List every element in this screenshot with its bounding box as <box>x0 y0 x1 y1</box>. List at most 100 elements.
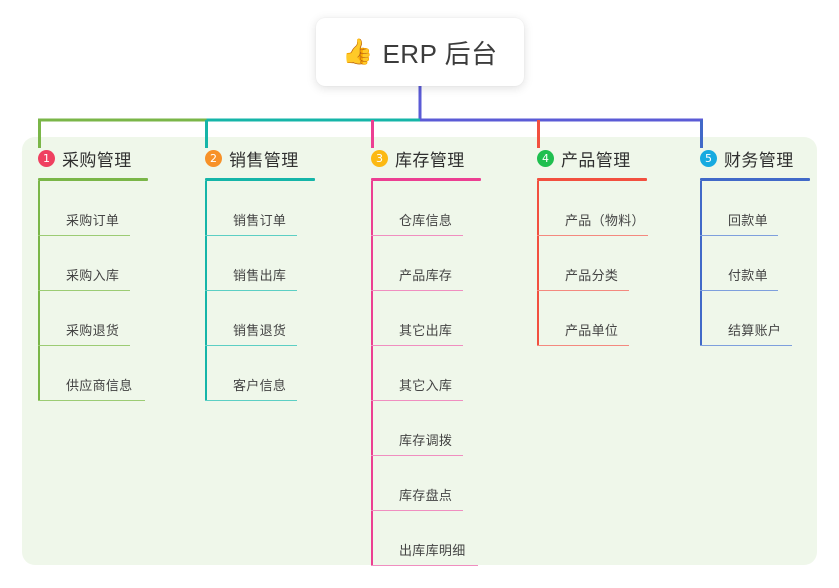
leaf-item-underline <box>700 234 778 236</box>
column-spine-line <box>38 181 40 401</box>
leaf-item-underline <box>205 234 297 236</box>
tree-column: 5 财务管理回款单付款单结算账户 <box>700 146 810 346</box>
leaf-item-label: 采购入库 <box>66 268 120 283</box>
tree-background-panel <box>22 137 817 565</box>
leaf-item-label: 销售出库 <box>233 268 287 283</box>
tree-column: 3 库存管理仓库信息产品库存其它出库其它入库库存调拨库存盘点出库库明细 <box>371 146 481 566</box>
leaf-item-underline <box>371 399 463 401</box>
leaf-item-underline <box>700 344 792 346</box>
leaf-item[interactable]: 采购退货 <box>38 291 148 346</box>
leaf-item[interactable]: 销售退货 <box>205 291 315 346</box>
column-number-badge: 5 <box>700 149 717 167</box>
leaf-list: 仓库信息产品库存其它出库其它入库库存调拨库存盘点出库库明细 <box>371 181 481 566</box>
column-underline <box>371 178 481 181</box>
leaf-item-underline <box>205 289 297 291</box>
leaf-item-underline <box>205 344 297 346</box>
leaf-item[interactable]: 产品（物料） <box>537 181 648 236</box>
leaf-item[interactable]: 产品库存 <box>371 236 481 291</box>
column-spine-line <box>205 181 207 401</box>
leaf-item-label: 采购退货 <box>66 323 120 338</box>
column-spine-line <box>371 181 373 566</box>
root-node-label: ERP 后台 <box>382 38 498 69</box>
leaf-item-label: 出库库明细 <box>399 543 466 558</box>
leaf-item-underline <box>371 454 463 456</box>
leaf-item-underline <box>205 399 297 401</box>
leaf-item-underline <box>38 289 130 291</box>
leaf-item-underline <box>700 289 778 291</box>
column-number-badge: 2 <box>205 149 222 167</box>
column-number-badge: 1 <box>38 149 55 167</box>
leaf-item[interactable]: 结算账户 <box>700 291 810 346</box>
leaf-item-label: 产品库存 <box>399 268 453 283</box>
leaf-item-underline <box>38 344 130 346</box>
leaf-list: 回款单付款单结算账户 <box>700 181 810 346</box>
leaf-item-underline <box>38 399 145 401</box>
leaf-item-underline <box>537 344 629 346</box>
leaf-item-underline <box>371 564 478 566</box>
leaf-item[interactable]: 采购订单 <box>38 181 148 236</box>
leaf-item-underline <box>537 234 648 236</box>
leaf-item[interactable]: 产品单位 <box>537 291 647 346</box>
leaf-item[interactable]: 付款单 <box>700 236 810 291</box>
leaf-item-label: 付款单 <box>728 268 768 283</box>
leaf-item[interactable]: 销售出库 <box>205 236 315 291</box>
leaf-item-underline <box>38 234 130 236</box>
column-underline <box>700 178 810 181</box>
leaf-item-label: 销售退货 <box>233 323 287 338</box>
column-underline <box>205 178 315 181</box>
leaf-item-label: 采购订单 <box>66 213 120 228</box>
leaf-item-label: 产品分类 <box>565 268 619 283</box>
leaf-item[interactable]: 回款单 <box>700 181 810 236</box>
leaf-item-label: 客户信息 <box>233 378 287 393</box>
leaf-item-label: 回款单 <box>728 213 768 228</box>
column-underline <box>38 178 148 181</box>
leaf-item[interactable]: 供应商信息 <box>38 346 148 401</box>
root-node-card[interactable]: 👍 ERP 后台 <box>316 18 524 86</box>
column-title: 库存管理 <box>395 150 465 170</box>
column-spine-line <box>700 181 702 346</box>
leaf-item[interactable]: 销售订单 <box>205 181 315 236</box>
leaf-item[interactable]: 客户信息 <box>205 346 315 401</box>
tree-column: 2 销售管理销售订单销售出库销售退货客户信息 <box>205 146 315 401</box>
leaf-list: 产品（物料） 产品分类产品单位 <box>537 181 648 346</box>
leaf-item[interactable]: 其它入库 <box>371 346 481 401</box>
leaf-item-label: 库存调拨 <box>399 433 453 448</box>
column-title: 财务管理 <box>724 150 794 170</box>
column-title: 采购管理 <box>62 150 132 170</box>
column-header[interactable]: 3 库存管理 <box>371 146 481 170</box>
leaf-item-label: 库存盘点 <box>399 488 453 503</box>
leaf-item[interactable]: 库存盘点 <box>371 456 481 511</box>
leaf-item[interactable]: 库存调拨 <box>371 401 481 456</box>
column-underline <box>537 178 647 181</box>
leaf-item-label: 供应商信息 <box>66 378 133 393</box>
leaf-item[interactable]: 其它出库 <box>371 291 481 346</box>
leaf-item-underline <box>371 289 463 291</box>
tree-column: 1 采购管理采购订单采购入库采购退货供应商信息 <box>38 146 148 401</box>
column-title: 销售管理 <box>229 150 299 170</box>
column-header[interactable]: 1 采购管理 <box>38 146 148 170</box>
column-spine-line <box>537 181 539 346</box>
column-number-badge: 3 <box>371 149 388 167</box>
leaf-item[interactable]: 仓库信息 <box>371 181 481 236</box>
leaf-item[interactable]: 采购入库 <box>38 236 148 291</box>
leaf-item[interactable]: 产品分类 <box>537 236 647 291</box>
leaf-item-label: 产品（物料） <box>565 213 645 228</box>
leaf-item-label: 销售订单 <box>233 213 287 228</box>
leaf-item-underline <box>537 289 629 291</box>
leaf-item[interactable]: 出库库明细 <box>371 511 481 566</box>
thumbs-up-icon: 👍 <box>342 38 374 66</box>
column-header[interactable]: 5 财务管理 <box>700 146 810 170</box>
leaf-list: 采购订单采购入库采购退货供应商信息 <box>38 181 148 401</box>
leaf-item-underline <box>371 344 463 346</box>
column-header[interactable]: 2 销售管理 <box>205 146 315 170</box>
leaf-item-underline <box>371 509 463 511</box>
leaf-item-label: 其它出库 <box>399 323 453 338</box>
leaf-item-label: 产品单位 <box>565 323 619 338</box>
leaf-list: 销售订单销售出库销售退货客户信息 <box>205 181 315 401</box>
leaf-item-label: 其它入库 <box>399 378 453 393</box>
column-number-badge: 4 <box>537 149 554 167</box>
leaf-item-label: 仓库信息 <box>399 213 453 228</box>
